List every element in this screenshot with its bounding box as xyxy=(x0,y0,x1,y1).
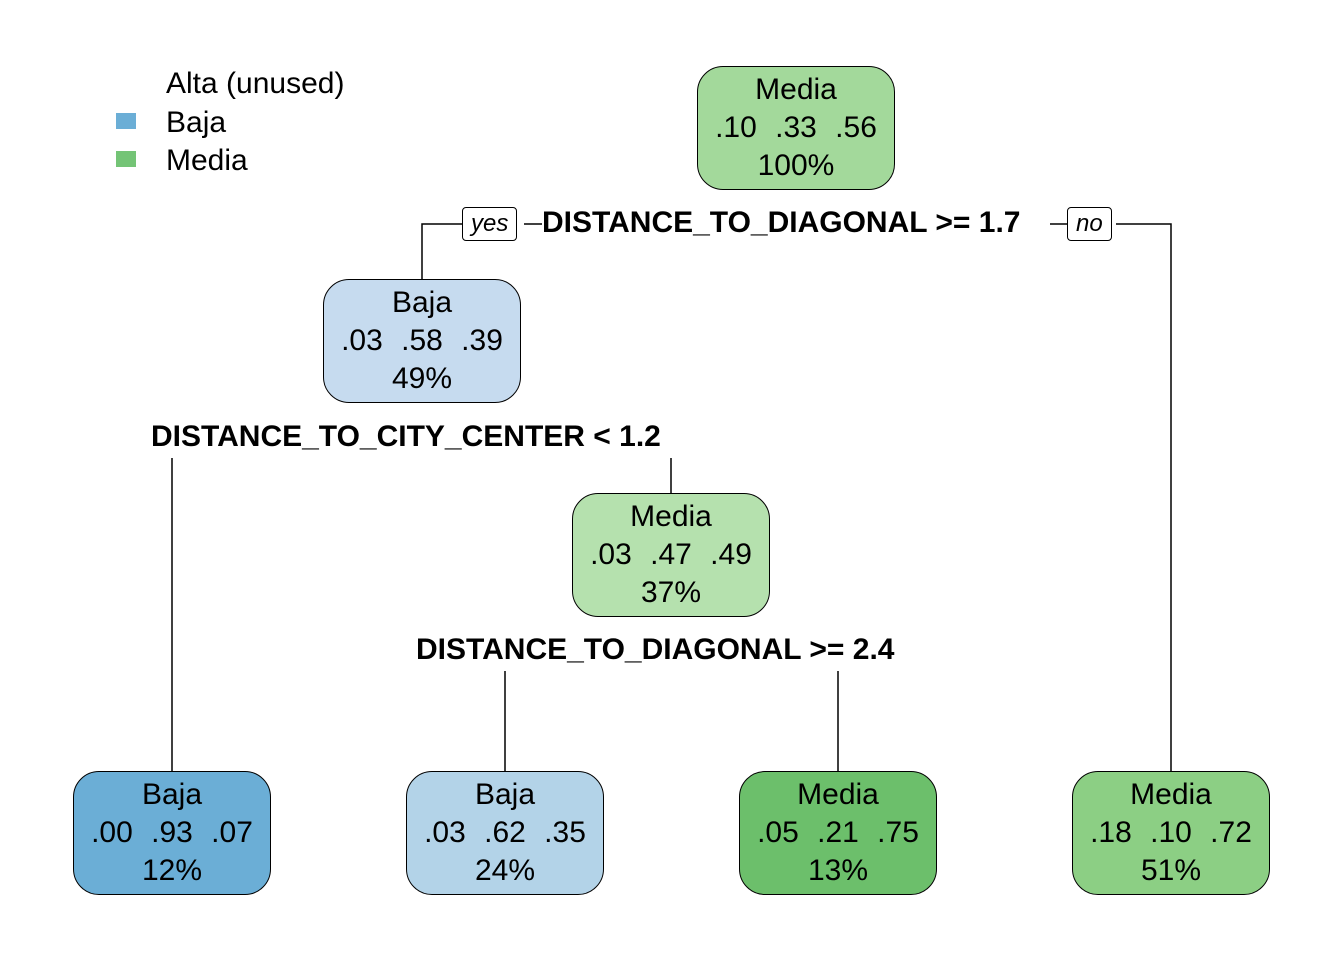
node-2: Baja .03 .58 .39 49% xyxy=(323,279,521,403)
node-pct: 37% xyxy=(640,576,702,609)
leaf-10: Baja .03 .62 .35 24% xyxy=(406,771,604,895)
node-class: Baja xyxy=(474,778,536,811)
node-pct: 12% xyxy=(141,854,203,887)
leaf-3: Media .18 .10 .72 51% xyxy=(1072,771,1270,895)
split-node5: DISTANCE_TO_DIAGONAL >= 2.4 xyxy=(416,633,895,667)
split-node2: DISTANCE_TO_CITY_CENTER < 1.2 xyxy=(151,420,661,454)
legend-swatch-media xyxy=(116,151,136,167)
node-probs: .10 .33 .56 xyxy=(715,111,877,144)
node-pct: 24% xyxy=(474,854,536,887)
node-class: Baja xyxy=(391,286,453,319)
node-probs: .00 .93 .07 xyxy=(91,816,253,849)
node-probs: .03 .62 .35 xyxy=(424,816,586,849)
node-5: Media .03 .47 .49 37% xyxy=(572,493,770,617)
node-probs: .18 .10 .72 xyxy=(1090,816,1252,849)
node-class: Media xyxy=(755,73,837,106)
node-pct: 49% xyxy=(391,362,453,395)
leaf-4: Baja .00 .93 .07 12% xyxy=(73,771,271,895)
node-pct: 51% xyxy=(1140,854,1202,887)
branch-no-label: no xyxy=(1067,207,1112,241)
node-probs: .05 .21 .75 xyxy=(757,816,919,849)
node-class: Media xyxy=(630,500,712,533)
node-class: Media xyxy=(797,778,879,811)
legend-swatch-baja xyxy=(116,113,136,129)
node-probs: .03 .47 .49 xyxy=(590,538,752,571)
node-probs: .03 .58 .39 xyxy=(341,324,503,357)
split-root: DISTANCE_TO_DIAGONAL >= 1.7 xyxy=(542,206,1021,240)
edge-root-no xyxy=(1116,223,1172,771)
node-root: Media .10 .33 .56 100% xyxy=(697,66,895,190)
node-class: Baja xyxy=(141,778,203,811)
legend-label-baja: Baja xyxy=(166,106,227,139)
node-pct: 13% xyxy=(807,854,869,887)
leaf-11: Media .05 .21 .75 13% xyxy=(739,771,937,895)
branch-yes-label: yes xyxy=(462,207,518,241)
legend-label-media: Media xyxy=(166,144,248,177)
edge-root-yes xyxy=(421,223,462,279)
node-pct: 100% xyxy=(757,149,835,182)
legend-label-alta: Alta (unused) xyxy=(166,67,345,100)
node-class: Media xyxy=(1130,778,1212,811)
